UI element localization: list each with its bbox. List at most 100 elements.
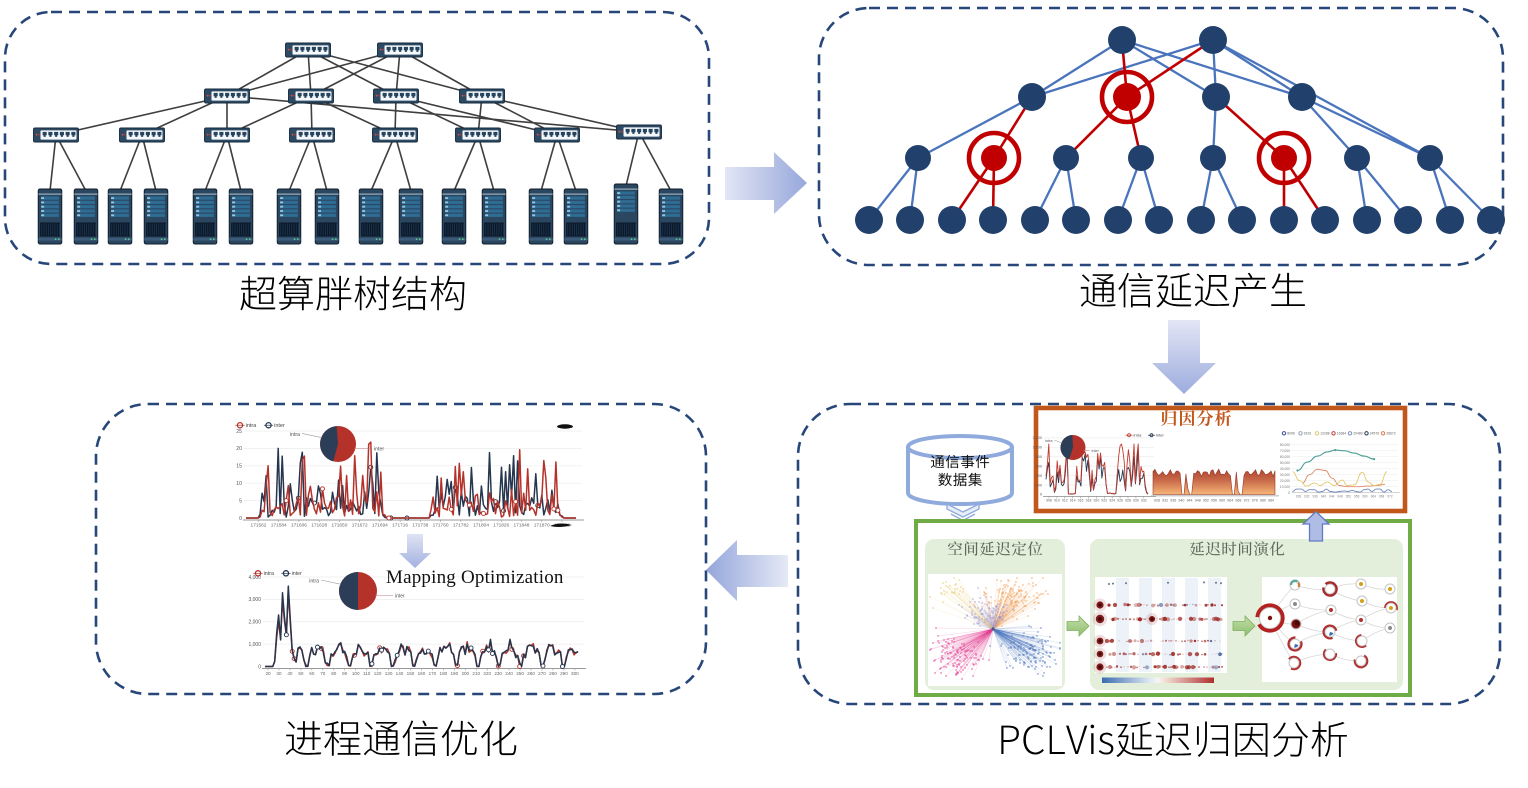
server-icon <box>398 188 424 245</box>
svg-text:956: 956 <box>1211 498 1217 502</box>
server-icon <box>228 188 254 245</box>
svg-text:0: 0 <box>258 664 261 670</box>
switch-icon <box>204 127 250 143</box>
arrow-down-small <box>399 534 431 568</box>
svg-text:140: 140 <box>396 671 404 676</box>
svg-text:210: 210 <box>472 671 480 676</box>
chevron-down-icon <box>946 502 980 518</box>
svg-text:1,200: 1,200 <box>1032 436 1042 440</box>
switch-icon <box>288 88 334 104</box>
tree-node <box>1018 83 1046 111</box>
arrow-right-green-icon <box>1232 615 1256 637</box>
svg-text:15: 15 <box>236 464 242 470</box>
svg-text:110: 110 <box>363 671 371 676</box>
delay-tree-graph <box>855 26 1505 234</box>
svg-text:171672: 171672 <box>352 523 368 529</box>
svg-text:936: 936 <box>1170 498 1176 502</box>
arrow-right-green-icon <box>1066 615 1090 637</box>
server-icon <box>276 188 302 245</box>
svg-text:12288: 12288 <box>1320 432 1330 436</box>
svg-text:0: 0 <box>1288 491 1290 495</box>
svg-text:936: 936 <box>1312 495 1318 499</box>
tree-node <box>1187 206 1215 234</box>
node-link-graph <box>1255 578 1398 671</box>
panel-delay-tree <box>817 6 1505 308</box>
switch-icon <box>33 127 79 143</box>
cylinder-top <box>906 434 1014 460</box>
tree-node <box>1128 145 1154 171</box>
server-icon <box>441 188 467 245</box>
svg-text:976: 976 <box>1252 498 1258 502</box>
server-icon <box>107 188 133 245</box>
svg-text:180: 180 <box>440 671 448 676</box>
spatial-image-frame <box>928 574 1062 686</box>
switch-icon <box>616 124 662 140</box>
svg-text:80,000: 80,000 <box>1280 443 1290 447</box>
svg-text:980: 980 <box>1260 498 1266 502</box>
delay-ring <box>1099 69 1155 125</box>
svg-text:932: 932 <box>1304 495 1310 499</box>
svg-text:912: 912 <box>1062 499 1068 503</box>
svg-text:120: 120 <box>374 671 382 676</box>
svg-text:948: 948 <box>1337 495 1343 499</box>
svg-text:930: 930 <box>1133 499 1139 503</box>
tree-node <box>1200 145 1226 171</box>
svg-text:944: 944 <box>1329 495 1335 499</box>
svg-text:926: 926 <box>1117 499 1123 503</box>
svg-text:960: 960 <box>1219 498 1225 502</box>
switch-icon <box>119 127 165 143</box>
svg-text:270: 270 <box>538 671 546 676</box>
tree-node <box>1270 206 1298 234</box>
caption-delay-tree <box>1080 272 1305 308</box>
caption-pclvis <box>1001 721 1347 758</box>
svg-text:inter: inter <box>1092 449 1100 453</box>
optimization-border <box>94 402 708 696</box>
fat-tree-border <box>3 10 711 266</box>
svg-text:940: 940 <box>1178 498 1184 502</box>
svg-text:968: 968 <box>1235 498 1241 502</box>
tree-node <box>979 206 1007 234</box>
svg-text:5: 5 <box>239 498 242 504</box>
svg-text:2,000: 2,000 <box>248 620 261 626</box>
svg-text:240: 240 <box>505 671 513 676</box>
server-icon <box>192 188 218 245</box>
svg-text:4,000: 4,000 <box>248 575 261 581</box>
svg-text:300: 300 <box>571 671 579 676</box>
svg-text:952: 952 <box>1203 498 1209 502</box>
svg-text:932: 932 <box>1141 499 1147 503</box>
svg-text:inter: inter <box>274 423 285 429</box>
tree-node <box>1394 206 1422 234</box>
svg-text:50: 50 <box>298 671 304 676</box>
svg-text:956: 956 <box>1354 495 1360 499</box>
svg-text:972: 972 <box>1387 495 1393 499</box>
svg-text:964: 964 <box>1371 495 1377 499</box>
svg-text:968: 968 <box>1379 495 1385 499</box>
chart-attribution-multi: 80,00070,00060,00050,00040,00030,00020,0… <box>1280 431 1400 499</box>
svg-text:inter: inter <box>1156 433 1164 438</box>
svg-text:intra: intra <box>1134 433 1143 438</box>
switch-icon <box>204 88 250 104</box>
svg-text:90: 90 <box>342 671 348 676</box>
svg-text:200: 200 <box>461 671 469 676</box>
switch-icon <box>377 42 423 58</box>
svg-text:171760: 171760 <box>433 523 449 529</box>
svg-text:932: 932 <box>1162 498 1168 502</box>
svg-text:260: 260 <box>527 671 535 676</box>
svg-text:171562: 171562 <box>251 523 267 529</box>
svg-text:intra: intra <box>290 432 300 438</box>
server-icon <box>358 188 384 245</box>
dataset-cylinder <box>906 434 1014 522</box>
svg-text:928: 928 <box>1125 499 1131 503</box>
dot-matrix-frame <box>1095 577 1227 673</box>
switch-icon <box>289 127 335 143</box>
tree-node <box>1288 83 1316 111</box>
svg-text:928: 928 <box>1154 498 1160 502</box>
svg-text:960: 960 <box>1362 495 1368 499</box>
svg-text:964: 964 <box>1227 498 1233 502</box>
svg-text:intra: intra <box>264 571 274 577</box>
spatial-scatter <box>929 577 1061 680</box>
delayed-node <box>1113 83 1141 111</box>
fat-tree-topology <box>33 42 684 245</box>
